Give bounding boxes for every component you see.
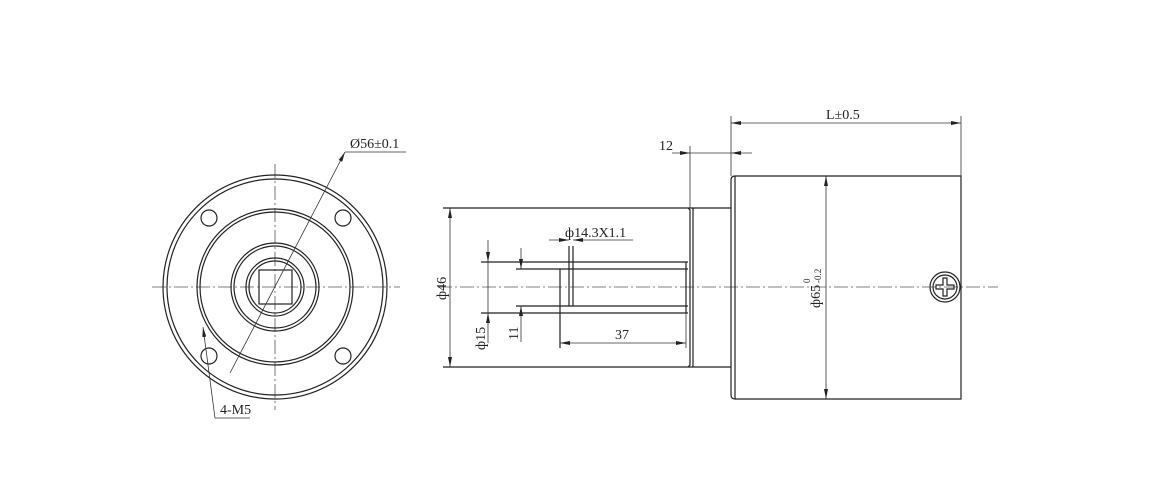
pilot-inner-circle [199, 211, 351, 363]
groove-label: ф14.3X1.1 [565, 226, 626, 241]
screw-icon [929, 271, 961, 303]
mount-hole-bl [200, 347, 218, 365]
shaft-flats [258, 269, 293, 305]
side-view: ф46 ф14.3X1.1 ф15 11 37 ф65 0 -0.2 [435, 108, 998, 400]
body-diameter-label: ф65 [809, 285, 824, 308]
body-tol-lower: -0.2 [813, 269, 823, 283]
hub-circle [230, 242, 320, 332]
body-tol-upper: 0 [802, 278, 812, 283]
mount-hole-tr [334, 209, 352, 227]
shaft-diameter-label: ф15 [474, 327, 489, 350]
pilot-diameter-label: ф46 [435, 277, 450, 300]
shaft-inner-circle [248, 260, 302, 314]
flange-thickness-label: 12 [659, 139, 673, 154]
motor-body [730, 175, 962, 400]
holes-leader [202, 326, 250, 419]
diameter-56-label: Ø56±0.1 [350, 137, 399, 152]
diameter-56-leader [229, 151, 346, 374]
front-view: Ø56±0.1 4-M5 [152, 137, 406, 419]
shaft-circle [245, 257, 305, 317]
flange-chamfer-circle [166, 178, 384, 396]
hub-inner-circle [233, 245, 317, 329]
length-label: L±0.5 [826, 108, 860, 123]
mount-hole-tl [200, 209, 218, 227]
mount-hole-br [334, 347, 352, 365]
flange-outer-circle [162, 174, 388, 400]
flange-face [687, 207, 694, 368]
pilot-circle [196, 208, 354, 366]
flat-label: 11 [507, 327, 522, 340]
shaft-length-label: 37 [615, 328, 629, 343]
holes-label: 4-M5 [220, 403, 251, 418]
